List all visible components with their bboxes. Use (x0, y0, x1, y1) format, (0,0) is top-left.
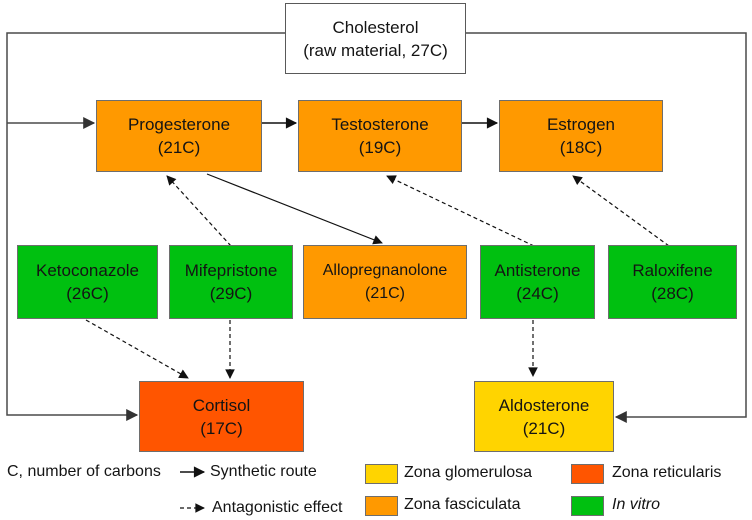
route-cholesterol-to-cortisol (6, 32, 285, 421)
node-carbons: (19C) (358, 138, 402, 157)
antagonist-raloxifene-to-estrogen (572, 175, 670, 247)
node-label: Antisterone (494, 261, 581, 280)
node-progesterone: Progesterone (21C) (96, 100, 262, 172)
node-ketoconazole: Ketoconazole (26C) (17, 245, 158, 319)
legend-synthetic-route-label: Synthetic route (210, 463, 317, 480)
antagonist-antisterone-to-testosterone (386, 175, 535, 247)
node-mifepristone: Mifepristone (29C) (169, 245, 293, 319)
node-aldosterone: Aldosterone (21C) (474, 381, 614, 452)
node-label: Progesterone (127, 115, 231, 134)
legend-swatch-zona-reticularis (571, 464, 604, 484)
node-allopregnanolone: Allopregnanolone (21C) (303, 245, 467, 319)
node-carbons: (28C) (651, 284, 694, 303)
node-label: Aldosterone (498, 395, 590, 415)
node-antisterone: Antisterone (24C) (480, 245, 595, 319)
node-carbons: (29C) (209, 284, 253, 303)
node-cholesterol: Cholesterol (raw material, 27C) (285, 3, 466, 74)
node-label: Estrogen (546, 115, 616, 134)
node-label: Cortisol (192, 395, 251, 415)
node-raloxifene: Raloxifene (28C) (608, 245, 737, 319)
node-label: Cholesterol (332, 17, 419, 37)
route-progesterone-to-allopregnanolone (206, 173, 383, 245)
node-label: Raloxifene (632, 261, 713, 280)
node-cortisol: Cortisol (17C) (139, 381, 304, 452)
node-carbons: (24C) (516, 284, 559, 303)
legend-swatch-in-vitro (571, 496, 604, 516)
node-carbons: (21C) (522, 418, 566, 438)
node-estrogen: Estrogen (18C) (499, 100, 663, 172)
node-testosterone: Testosterone (19C) (298, 100, 462, 172)
legend-zona-fasciculata-label: Zona fasciculata (404, 496, 521, 513)
node-carbons: (17C) (200, 418, 243, 438)
node-carbons: (21C) (364, 285, 405, 302)
node-carbons: (21C) (157, 138, 201, 157)
legend-swatch-zona-glomerulosa (365, 464, 398, 484)
legend-antagonistic-effect-label: Antagonistic effect (212, 499, 343, 516)
node-label: Allopregnanolone (322, 262, 448, 279)
node-carbons: (raw material, 27C) (303, 40, 448, 60)
node-carbons: (18C) (559, 138, 603, 157)
node-label: Mifepristone (184, 261, 278, 280)
antagonist-ketoconazole-to-cortisol (85, 319, 189, 379)
node-label: Ketoconazole (35, 261, 140, 280)
legend-swatch-zona-fasciculata (365, 496, 398, 516)
legend-zona-glomerulosa-label: Zona glomerulosa (404, 464, 533, 481)
node-label: Testosterone (331, 115, 429, 134)
node-carbons: (26C) (66, 284, 109, 303)
route-cholesterol-to-aldosterone (466, 32, 747, 423)
legend-zona-reticularis-label: Zona reticularis (612, 464, 722, 481)
antagonist-mifepristone-to-progesterone (166, 175, 232, 247)
legend-carbons-note: C, number of carbons (7, 463, 161, 480)
legend-in-vitro-label: In vitro (612, 496, 661, 513)
